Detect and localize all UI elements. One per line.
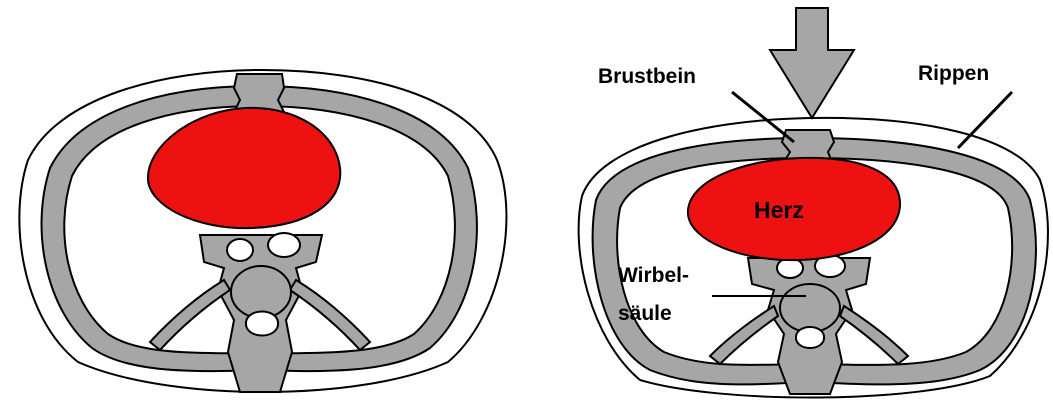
ribs-label: Rippen <box>918 62 989 85</box>
spine-label-line2: säule <box>618 302 672 325</box>
sternum-left <box>234 74 284 112</box>
down-arrow-icon <box>770 8 854 118</box>
sternum-label: Brustbein <box>598 65 696 88</box>
chest-normal <box>19 70 506 392</box>
chest-compressed: Brustbein Rippen Herz Wirbel- säule <box>579 8 1048 398</box>
heart-label: Herz <box>754 197 804 223</box>
spine-label-line1: Wirbel- <box>618 264 689 287</box>
